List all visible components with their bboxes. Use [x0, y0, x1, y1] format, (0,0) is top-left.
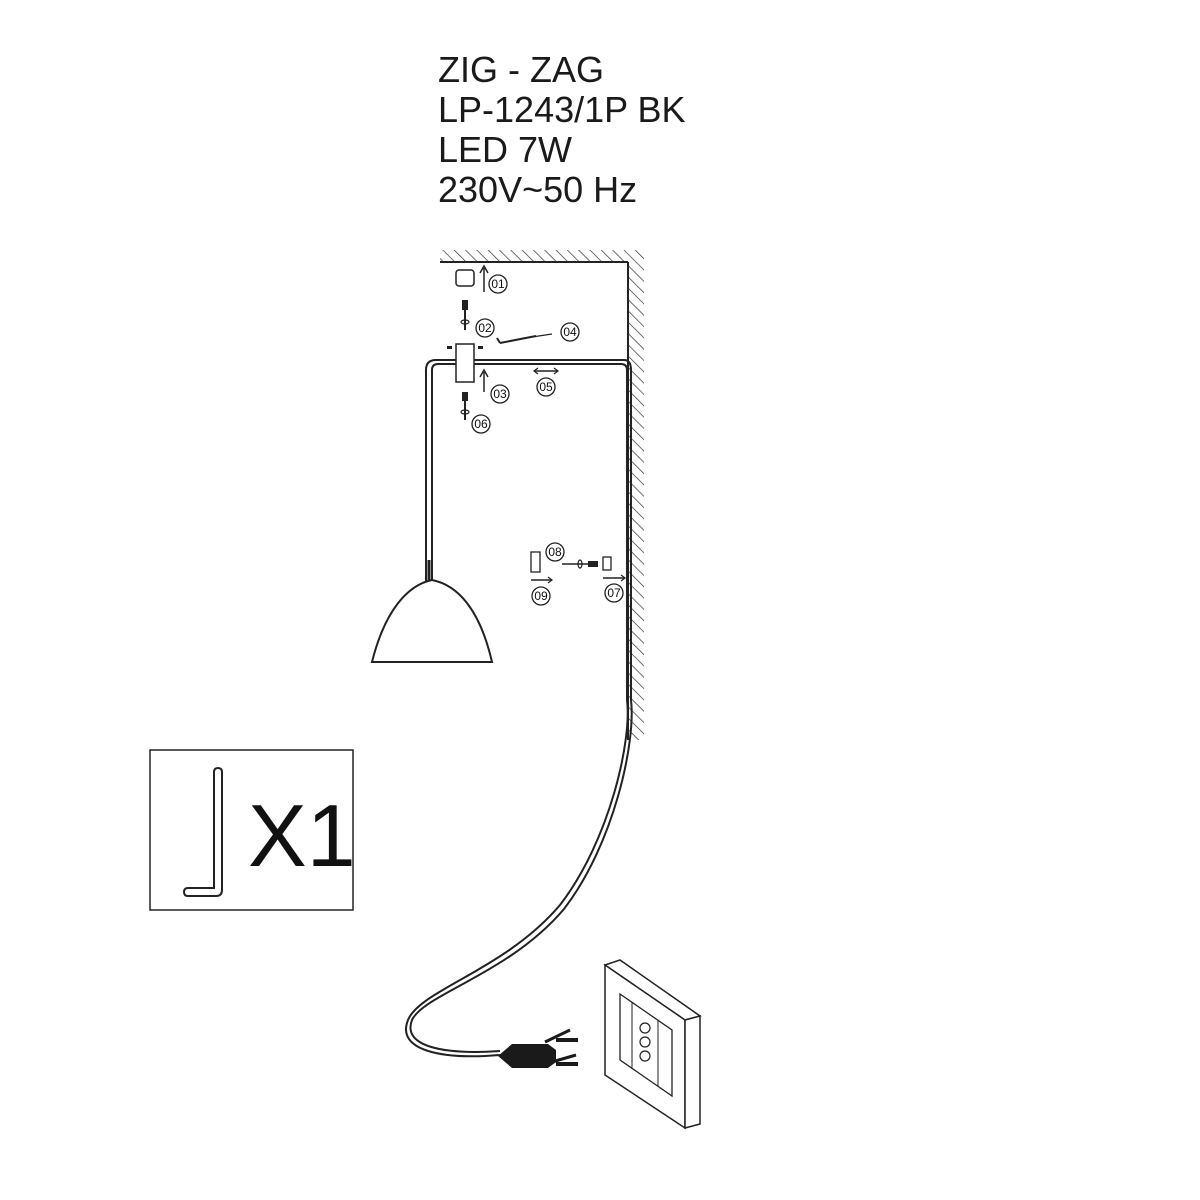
part-03-label: 03 — [493, 387, 507, 401]
part-09-bracket: 09 — [530, 551, 553, 606]
part-08-screw: 08 — [545, 542, 612, 571]
part-02-screw: 02 — [460, 300, 495, 338]
part-04-allen-key: 04 — [496, 322, 580, 344]
product-name: ZIG - ZAG — [438, 49, 604, 90]
part-01-label: 01 — [491, 277, 505, 291]
part-05-label: 05 — [539, 380, 553, 394]
kit-quantity-label: X1 — [248, 786, 356, 885]
ceiling-wall — [440, 250, 644, 740]
part-01-canopy-cap: 01 — [455, 264, 508, 294]
product-voltage: 230V~50 Hz — [438, 169, 638, 210]
product-spec-block: ZIG - ZAG LP-1243/1P BK LED 7W 230V~50 H… — [438, 50, 686, 210]
part-03-sleeve: 03 — [447, 343, 510, 404]
lamp-shade — [370, 560, 494, 663]
part-04-label: 04 — [563, 325, 577, 339]
tool-kit-box: X1 — [149, 749, 356, 911]
power-plug — [498, 1028, 578, 1068]
wall-socket — [603, 959, 702, 1130]
part-05-arrow: 05 — [533, 367, 559, 397]
part-02-label: 02 — [478, 321, 492, 335]
product-model: LP-1243/1P BK — [438, 89, 686, 130]
part-07-label: 07 — [607, 586, 621, 600]
part-07-arrow: 07 — [603, 574, 626, 603]
allen-key-icon — [182, 766, 223, 897]
part-08-label: 08 — [548, 545, 562, 559]
part-06-label: 06 — [474, 417, 488, 431]
lamp-arm — [405, 359, 633, 1058]
product-power: LED 7W — [438, 129, 573, 170]
part-09-label: 09 — [534, 589, 548, 603]
part-06-screw: 06 — [460, 392, 491, 434]
